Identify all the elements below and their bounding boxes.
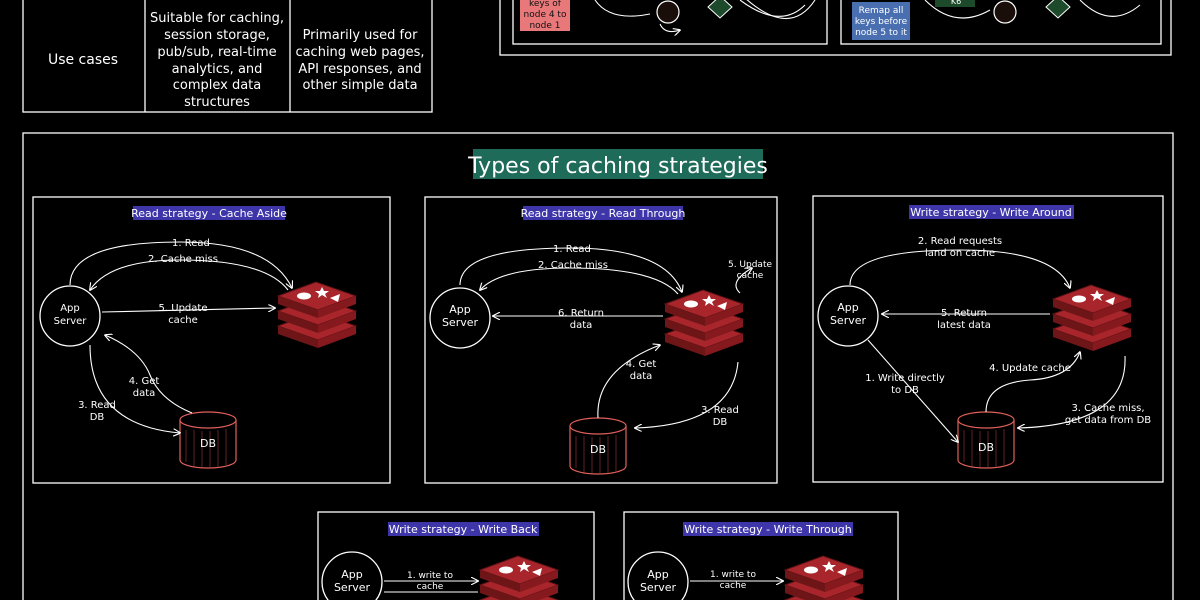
panel-title: Write strategy - Write Through bbox=[684, 523, 852, 536]
svg-text:Server: Server bbox=[640, 581, 677, 594]
svg-text:to DB: to DB bbox=[891, 385, 919, 396]
left-remap-note: keys of node 4 to node 1 bbox=[520, 0, 570, 31]
svg-text:3. Cache miss,: 3. Cache miss, bbox=[1071, 403, 1144, 414]
svg-text:DB: DB bbox=[200, 437, 216, 450]
svg-text:App: App bbox=[449, 303, 471, 316]
svg-text:Server: Server bbox=[442, 316, 479, 329]
svg-text:3. Read: 3. Read bbox=[701, 405, 739, 416]
svg-text:Primarily used for: Primarily used for bbox=[303, 28, 419, 43]
panel-title: Read strategy - Read Through bbox=[521, 207, 686, 220]
svg-text:land on cache: land on cache bbox=[925, 248, 995, 259]
hash-key-diamond bbox=[707, 0, 733, 19]
svg-text:caching web pages,: caching web pages, bbox=[295, 45, 424, 60]
svg-text:3. Read: 3. Read bbox=[78, 400, 116, 411]
svg-text:1. Read: 1. Read bbox=[553, 244, 591, 255]
table-cell-col2: Primarily used for caching web pages, AP… bbox=[295, 28, 424, 93]
redis-stack-icon bbox=[479, 555, 559, 600]
panel-title: Read strategy - Cache Aside bbox=[131, 207, 287, 220]
svg-text:data: data bbox=[570, 320, 593, 331]
panel-cache-aside: Read strategy - Cache Aside App Server D… bbox=[32, 196, 391, 484]
strategies-frame bbox=[22, 132, 1174, 600]
svg-text:Server: Server bbox=[54, 316, 88, 327]
svg-text:4. Get: 4. Get bbox=[626, 359, 657, 370]
svg-text:other simple data: other simple data bbox=[302, 78, 417, 93]
svg-text:5. Update: 5. Update bbox=[159, 303, 208, 314]
panel-write-through: Write strategy - Write Through App Serve… bbox=[623, 511, 899, 600]
svg-text:App: App bbox=[837, 301, 859, 314]
table-row-label: Use cases bbox=[48, 52, 118, 68]
svg-text:analytics, and: analytics, and bbox=[172, 62, 263, 77]
svg-text:2. Cache miss: 2. Cache miss bbox=[538, 260, 608, 271]
svg-text:node 4 to: node 4 to bbox=[524, 10, 567, 20]
svg-text:node 5 to it: node 5 to it bbox=[855, 28, 907, 38]
svg-text:complex data: complex data bbox=[173, 78, 262, 93]
redis-stack-icon bbox=[664, 289, 744, 357]
svg-text:pub/sub, real-time: pub/sub, real-time bbox=[157, 45, 276, 60]
svg-text:keys before: keys before bbox=[855, 17, 908, 27]
svg-text:DB: DB bbox=[590, 443, 606, 456]
redis-stack-icon bbox=[784, 555, 864, 600]
panel-title: Write strategy - Write Back bbox=[389, 523, 538, 536]
svg-text:4. Update cache: 4. Update cache bbox=[989, 363, 1071, 374]
section-title-bg bbox=[473, 149, 763, 179]
svg-text:DB: DB bbox=[978, 441, 994, 454]
svg-text:latest data: latest data bbox=[937, 320, 991, 331]
comparison-table: Use cases Suitable for caching, session … bbox=[22, 0, 433, 113]
svg-text:data: data bbox=[630, 371, 653, 382]
svg-text:Remap all: Remap all bbox=[859, 6, 904, 16]
svg-text:get data from DB: get data from DB bbox=[1065, 415, 1151, 426]
panel-write-around: Write strategy - Write Around App Server… bbox=[812, 195, 1164, 483]
svg-text:node 1: node 1 bbox=[529, 21, 560, 31]
svg-text:1. Read: 1. Read bbox=[172, 238, 210, 249]
svg-text:2. Read requests: 2. Read requests bbox=[918, 236, 1002, 247]
svg-text:session storage,: session storage, bbox=[164, 28, 270, 43]
svg-text:Server: Server bbox=[334, 581, 371, 594]
svg-text:Server: Server bbox=[830, 314, 867, 327]
svg-text:keys of: keys of bbox=[529, 0, 562, 9]
svg-text:data: data bbox=[133, 388, 156, 399]
panel-read-through: Read strategy - Read Through App Server … bbox=[424, 196, 778, 484]
hash-node-circle bbox=[656, 0, 680, 24]
svg-text:API responses, and: API responses, and bbox=[298, 62, 421, 77]
hash-key-label: K6 bbox=[951, 0, 961, 6]
svg-text:cache: cache bbox=[417, 582, 444, 592]
svg-text:cache: cache bbox=[168, 315, 198, 326]
panel-write-back: Write strategy - Write Back App Server 1… bbox=[317, 511, 595, 600]
table-cell-col1: Suitable for caching, session storage, p… bbox=[150, 11, 284, 110]
svg-text:1. write to: 1. write to bbox=[407, 571, 453, 581]
panel-title: Write strategy - Write Around bbox=[910, 206, 1071, 219]
svg-text:App: App bbox=[60, 303, 80, 314]
svg-text:Suitable for caching,: Suitable for caching, bbox=[150, 11, 284, 26]
svg-text:5. Return: 5. Return bbox=[941, 308, 987, 319]
svg-text:5. Update: 5. Update bbox=[728, 260, 773, 270]
svg-text:DB: DB bbox=[90, 412, 105, 423]
svg-text:1. Write directly: 1. Write directly bbox=[865, 373, 945, 384]
hashing-panels: keys of node 4 to node 1 Remap all keys … bbox=[499, 0, 1172, 56]
app-server-circle bbox=[39, 285, 101, 347]
svg-text:cache: cache bbox=[720, 581, 747, 591]
redis-stack-icon bbox=[1052, 284, 1132, 352]
section-title: Types of caching strategies bbox=[467, 154, 768, 179]
svg-text:4. Get: 4. Get bbox=[129, 376, 160, 387]
svg-text:App: App bbox=[647, 568, 669, 581]
database-icon bbox=[957, 411, 1015, 469]
redis-stack-icon bbox=[277, 281, 357, 349]
svg-text:structures: structures bbox=[184, 95, 250, 110]
right-remap-note: Remap all keys before node 5 to it bbox=[852, 2, 910, 40]
svg-text:2. Cache miss: 2. Cache miss bbox=[148, 254, 218, 265]
svg-text:DB: DB bbox=[713, 417, 728, 428]
svg-text:cache: cache bbox=[737, 271, 764, 281]
svg-text:6. Return: 6. Return bbox=[558, 308, 604, 319]
svg-text:1. write to: 1. write to bbox=[710, 570, 756, 580]
svg-text:App: App bbox=[341, 568, 363, 581]
